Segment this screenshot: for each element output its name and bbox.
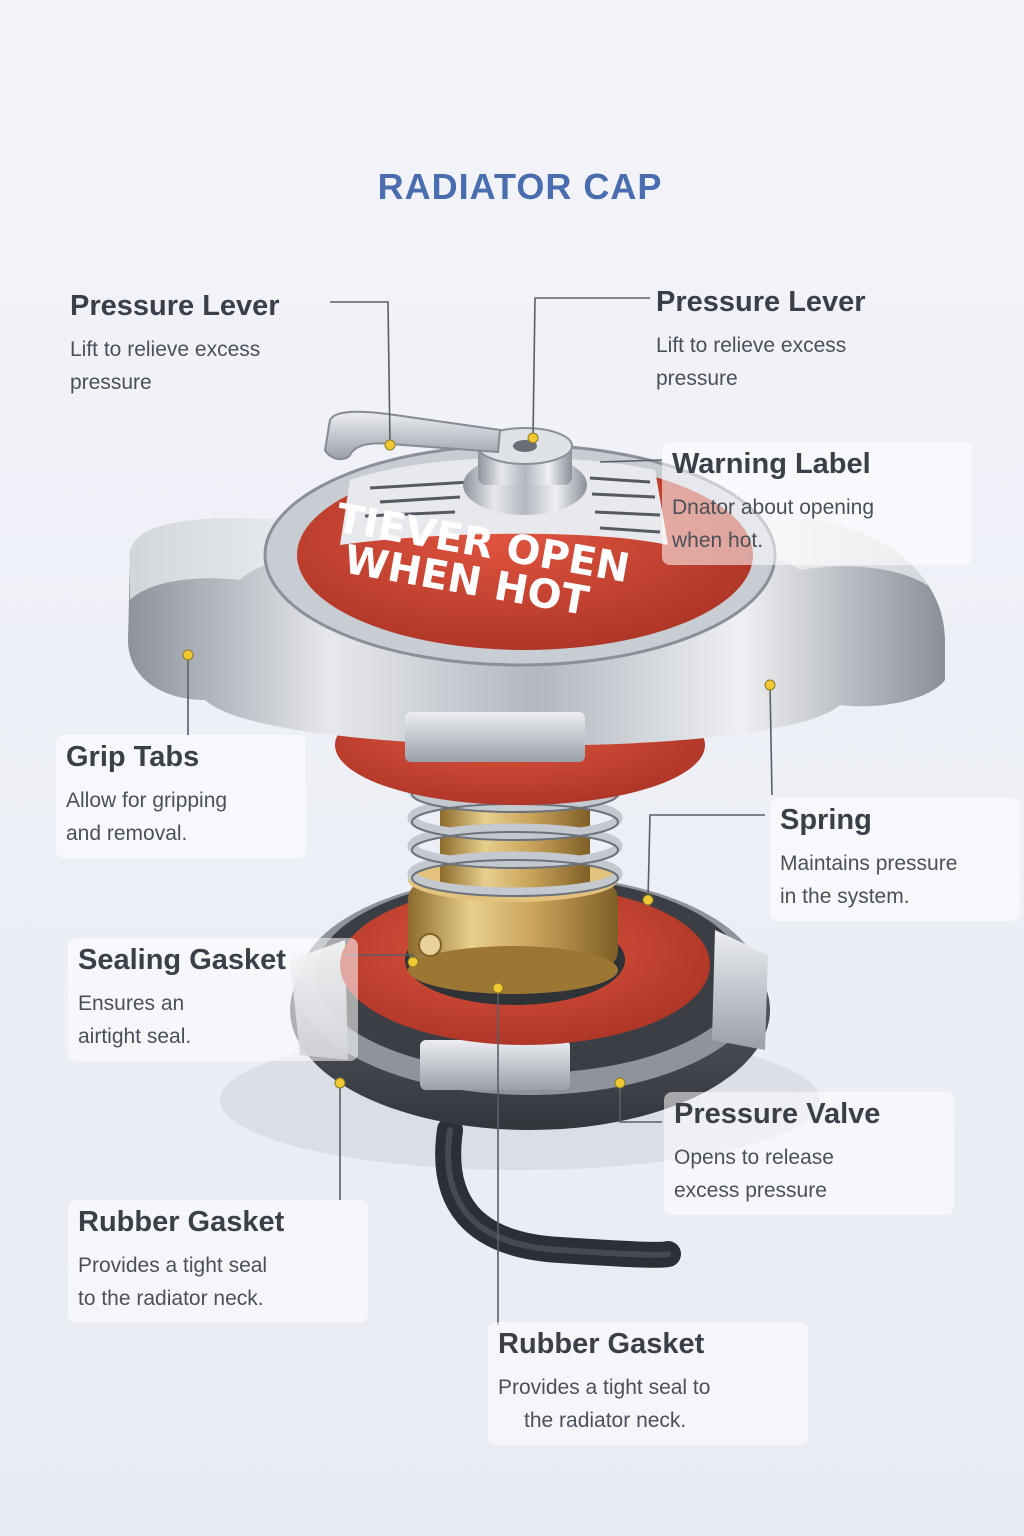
- callout-desc-line1: Provides a tight seal: [78, 1254, 268, 1277]
- callout-heading: Pressure Valve: [674, 1098, 881, 1130]
- callout-desc-line2: the radiator neck.: [524, 1409, 687, 1432]
- callout-desc-line1: Allow for gripping: [66, 789, 228, 812]
- callout-warning-label: Warning Label Dnator about opening when …: [662, 442, 972, 565]
- valve-nub: [418, 933, 442, 957]
- callout-heading: Grip Tabs: [66, 741, 200, 773]
- callout-desc-line1: Maintains pressure: [780, 852, 958, 875]
- callout-desc-line1: Dnator about opening: [672, 496, 874, 519]
- callout-spring: Spring Maintains pressure in the system.: [770, 798, 1020, 921]
- callout-desc-line2: to the radiator neck.: [78, 1287, 264, 1310]
- callout-heading: Pressure Lever: [656, 286, 866, 318]
- callout-desc-line2: excess pressure: [674, 1179, 827, 1202]
- anchor-dots: [182, 432, 776, 1089]
- callout-heading: Warning Label: [672, 448, 871, 480]
- callout-sealing-gasket: Sealing Gasket Ensures an airtight seal.: [68, 938, 358, 1061]
- callout-heading: Sealing Gasket: [78, 944, 286, 976]
- cap-front-tab: [405, 712, 585, 762]
- callout-rubber-gasket-left: Rubber Gasket Provides a tight seal to t…: [68, 1200, 368, 1323]
- callout-desc-line1: Ensures an: [78, 992, 185, 1015]
- callout-desc-line2: pressure: [656, 367, 738, 390]
- callout-heading: Rubber Gasket: [498, 1328, 705, 1360]
- callout-desc-line1: Provides a tight seal to: [498, 1376, 711, 1399]
- pressure-lever-icon: [323, 410, 502, 461]
- base-tab-front: [420, 1040, 570, 1090]
- page-title: RADIATOR CAP: [377, 166, 663, 207]
- callout-pressure-valve: Pressure Valve Opens to release excess p…: [664, 1092, 954, 1215]
- callout-heading: Spring: [780, 804, 872, 836]
- fine-print-lines: [364, 476, 661, 534]
- callout-heading: Rubber Gasket: [78, 1206, 285, 1238]
- base-tab-right: [712, 930, 768, 1050]
- callout-desc-line1: Lift to relieve excess: [656, 334, 847, 357]
- callout-desc-line1: Lift to relieve excess: [70, 338, 261, 361]
- callout-grip-tabs: Grip Tabs Allow for gripping and removal…: [56, 735, 306, 858]
- leader-lines: [187, 297, 773, 1325]
- callout-desc-line2: airtight seal.: [78, 1025, 192, 1048]
- callout-rubber-gasket-bottom: Rubber Gasket Provides a tight seal to t…: [488, 1322, 808, 1445]
- callout-desc-line2: and removal.: [66, 822, 188, 845]
- callout-pressure-lever-left: Pressure Lever Lift to relieve excess pr…: [60, 284, 370, 407]
- callout-pressure-lever-right: Pressure Lever Lift to relieve excess pr…: [646, 280, 966, 403]
- brass-valve: [408, 880, 618, 970]
- callout-desc-line2: when hot.: [672, 529, 764, 552]
- callout-desc-line2: pressure: [70, 371, 152, 394]
- callout-desc-line1: Opens to release: [674, 1146, 834, 1169]
- callout-desc-line2: in the system.: [780, 885, 910, 908]
- callout-heading: Pressure Lever: [70, 290, 280, 322]
